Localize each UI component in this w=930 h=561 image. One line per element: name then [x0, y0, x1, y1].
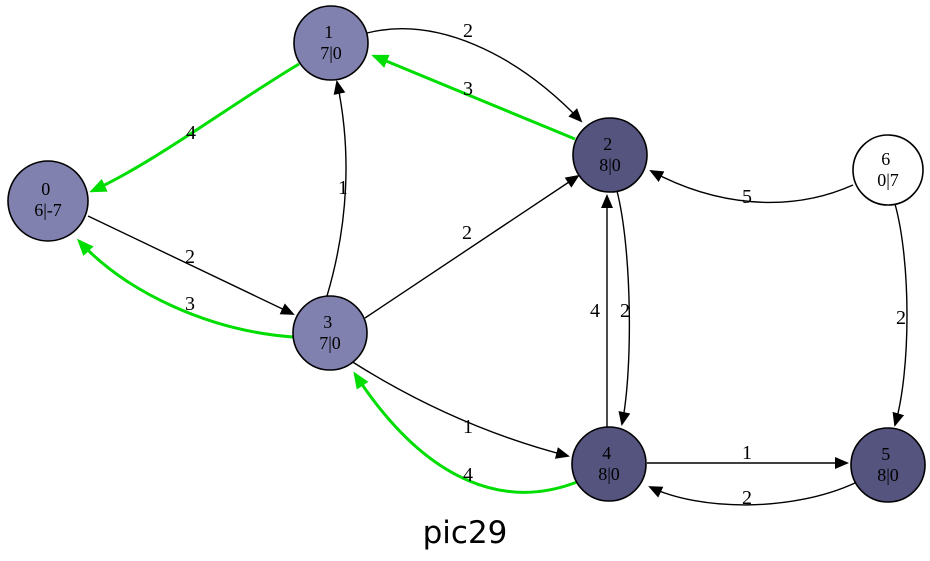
edge-line-highlighted — [371, 54, 576, 141]
node-label: 5 8|0 — [877, 444, 899, 485]
node-circle — [571, 426, 647, 502]
edge-6-5: 2 — [892, 203, 908, 427]
node-label: 2 8|0 — [599, 134, 621, 175]
edge-4-5: 1 — [647, 442, 849, 469]
edge-2-1: 3 — [371, 54, 576, 141]
edge-weight: 5 — [742, 186, 752, 208]
edge-weight: 1 — [338, 177, 348, 199]
node-circle — [850, 427, 926, 503]
edge-weight: 4 — [463, 464, 473, 486]
edge-weight: 3 — [463, 78, 473, 100]
edge-4-2: 4 — [590, 194, 613, 427]
edge-line — [892, 203, 908, 427]
edge-4-3: 4 — [353, 371, 578, 494]
edge-weight: 2 — [463, 20, 473, 42]
edge-3-4: 1 — [350, 360, 570, 459]
edge-line — [326, 80, 347, 297]
edge-line — [648, 482, 856, 506]
node-3: 3 7|0 — [292, 295, 368, 371]
node-label: 3 7|0 — [319, 312, 341, 353]
edge-line — [616, 190, 631, 426]
edge-3-0: 3 — [76, 238, 294, 339]
node-6: 6 0|7 — [852, 134, 924, 206]
node-circle — [293, 5, 369, 81]
edge-line — [87, 215, 295, 315]
edge-weight: 4 — [186, 122, 196, 144]
edge-line — [350, 360, 570, 459]
node-1: 1 7|0 — [293, 5, 369, 81]
edge-5-4: 2 — [648, 482, 856, 509]
edge-6-2: 5 — [649, 170, 854, 208]
node-circle — [852, 134, 924, 206]
edge-weight: 2 — [896, 307, 906, 329]
edge-weight: 2 — [185, 246, 195, 268]
caption: pic29 — [423, 515, 508, 551]
edge-weight: 1 — [463, 416, 473, 438]
edge-line — [366, 28, 583, 123]
node-label: 6 0|7 — [877, 149, 899, 190]
edge-line — [649, 170, 854, 204]
edge-0-3: 2 — [87, 215, 295, 315]
node-5: 5 8|0 — [850, 427, 926, 503]
node-0: 0 6|-7 — [7, 160, 89, 242]
node-layer: 0 6|-7 1 7|0 2 8|0 3 7|0 — [7, 5, 926, 503]
edge-line — [364, 174, 580, 319]
edge-3-1: 1 — [326, 80, 348, 297]
node-label: 0 6|-7 — [34, 179, 62, 220]
edge-weight: 4 — [590, 300, 600, 322]
edge-1-2: 2 — [366, 20, 583, 123]
edge-weight: 2 — [462, 222, 472, 244]
edge-weight: 1 — [742, 442, 752, 464]
edge-weight: 3 — [185, 293, 195, 315]
edge-line-highlighted — [76, 238, 294, 339]
node-circle — [292, 295, 368, 371]
edge-1-0: 4 — [89, 62, 300, 193]
node-label: 4 8|0 — [598, 443, 620, 484]
edge-weight: 2 — [742, 487, 752, 509]
edge-3-2: 2 — [364, 174, 580, 319]
edge-2-4: 2 — [616, 190, 631, 426]
node-label: 1 7|0 — [320, 22, 342, 63]
node-circle — [7, 160, 89, 242]
node-4: 4 8|0 — [571, 426, 647, 502]
edge-weight: 2 — [620, 300, 630, 322]
edge-line-highlighted — [353, 371, 578, 494]
node-2: 2 8|0 — [572, 117, 648, 193]
edge-layer: 2 3 4 2 3 1 2 4 — [76, 20, 908, 509]
node-circle — [572, 117, 648, 193]
edge-line-highlighted — [89, 62, 300, 193]
